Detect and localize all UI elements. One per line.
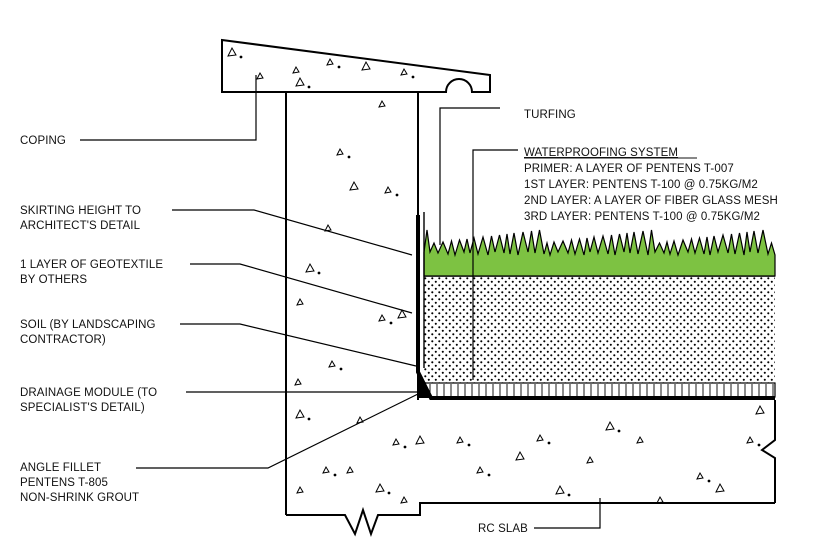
geotextile-label-line-2: BY OTHERS [20,274,87,286]
waterproofing-line-primer: PRIMER: A LAYER OF PENTENS T-007 [524,163,734,175]
fillet-label-line-1: ANGLE FILLET [20,462,101,474]
skirting-label-line-2: ARCHITECT'S DETAIL [20,220,141,232]
waterproofing-title: WATERPROOFING SYSTEM [524,147,678,159]
fillet-label-line-2: PENTENS T-805 [20,477,108,489]
coping-block [221,38,491,93]
soil-layer [424,275,775,383]
rc-slab-label: RC SLAB [478,523,528,535]
skirting-label-line-1: SKIRTING HEIGHT TO [20,205,141,217]
waterproofing-line-1st: 1ST LAYER: PENTENS T-100 @ 0.75KG/M2 [524,179,758,191]
soil-label-line-1: SOIL (BY LANDSCAPING [20,319,156,331]
rc-slab [286,400,776,538]
drainage-label-line-1: DRAINAGE MODULE (TO [20,387,157,399]
leader-lines [80,75,601,529]
fillet-label-line-3: NON-SHRINK GROUT [20,492,139,504]
waterproofing-line-3rd: 3RD LAYER: PENTENS T-100 @ 0.75KG/M2 [524,211,760,223]
turf-layer [423,229,776,277]
angle-fillet [418,372,431,398]
geotextile-label-line-1: 1 LAYER OF GEOTEXTILE [20,259,163,271]
waterproofing-line-2nd: 2ND LAYER: A LAYER OF FIBER GLASS MESH [524,195,778,207]
concrete-hatch [227,46,765,504]
coping-label: COPING [20,135,66,147]
drainage-module [423,382,776,398]
parapet-wall [285,92,419,515]
drainage-label-line-2: SPECIALIST'S DETAIL) [20,402,145,414]
turfing-label: TURFING [524,109,576,121]
soil-label-line-2: CONTRACTOR) [20,334,106,346]
